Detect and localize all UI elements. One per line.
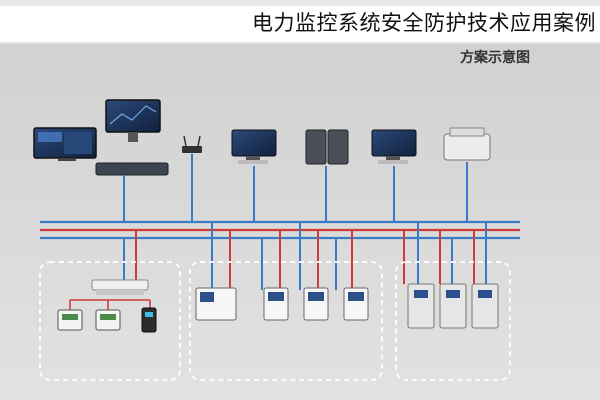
protection-relay-icon	[263, 287, 289, 321]
monitoring-center	[33, 127, 97, 161]
monitor-icon	[371, 129, 417, 157]
server-icon	[305, 129, 327, 165]
downlink-lines	[123, 222, 487, 290]
cabinet-icon	[407, 283, 435, 329]
protection-relay-icon	[195, 287, 237, 321]
uplink-lines	[123, 154, 468, 222]
router-icon	[182, 135, 202, 153]
group-box-left	[39, 261, 181, 381]
cabinet-icon	[439, 283, 467, 329]
meter-icon	[95, 309, 121, 331]
group-box-right	[395, 261, 511, 381]
meter-icon	[57, 309, 83, 331]
monitor-icon	[231, 129, 277, 157]
ups-unit	[305, 129, 349, 165]
protection-relay-icon	[343, 287, 369, 321]
server-icon	[327, 129, 349, 165]
engineer-workstation	[231, 129, 277, 164]
switch-icon	[95, 162, 169, 176]
group-box-middle	[189, 261, 383, 381]
page-title: 电力监控系统安全防护技术应用案例	[0, 6, 600, 43]
printer-icon	[443, 133, 491, 161]
diagram-title: 方案示意图	[460, 49, 530, 66]
operator-workstation	[371, 129, 417, 164]
meter-icon	[141, 307, 157, 333]
cabinet-icon	[471, 283, 499, 329]
monitor-icon	[105, 99, 161, 133]
protection-relay-icon	[303, 287, 329, 321]
upper-network	[105, 99, 161, 142]
gateway-icon	[91, 279, 149, 295]
network-printer	[443, 127, 491, 161]
